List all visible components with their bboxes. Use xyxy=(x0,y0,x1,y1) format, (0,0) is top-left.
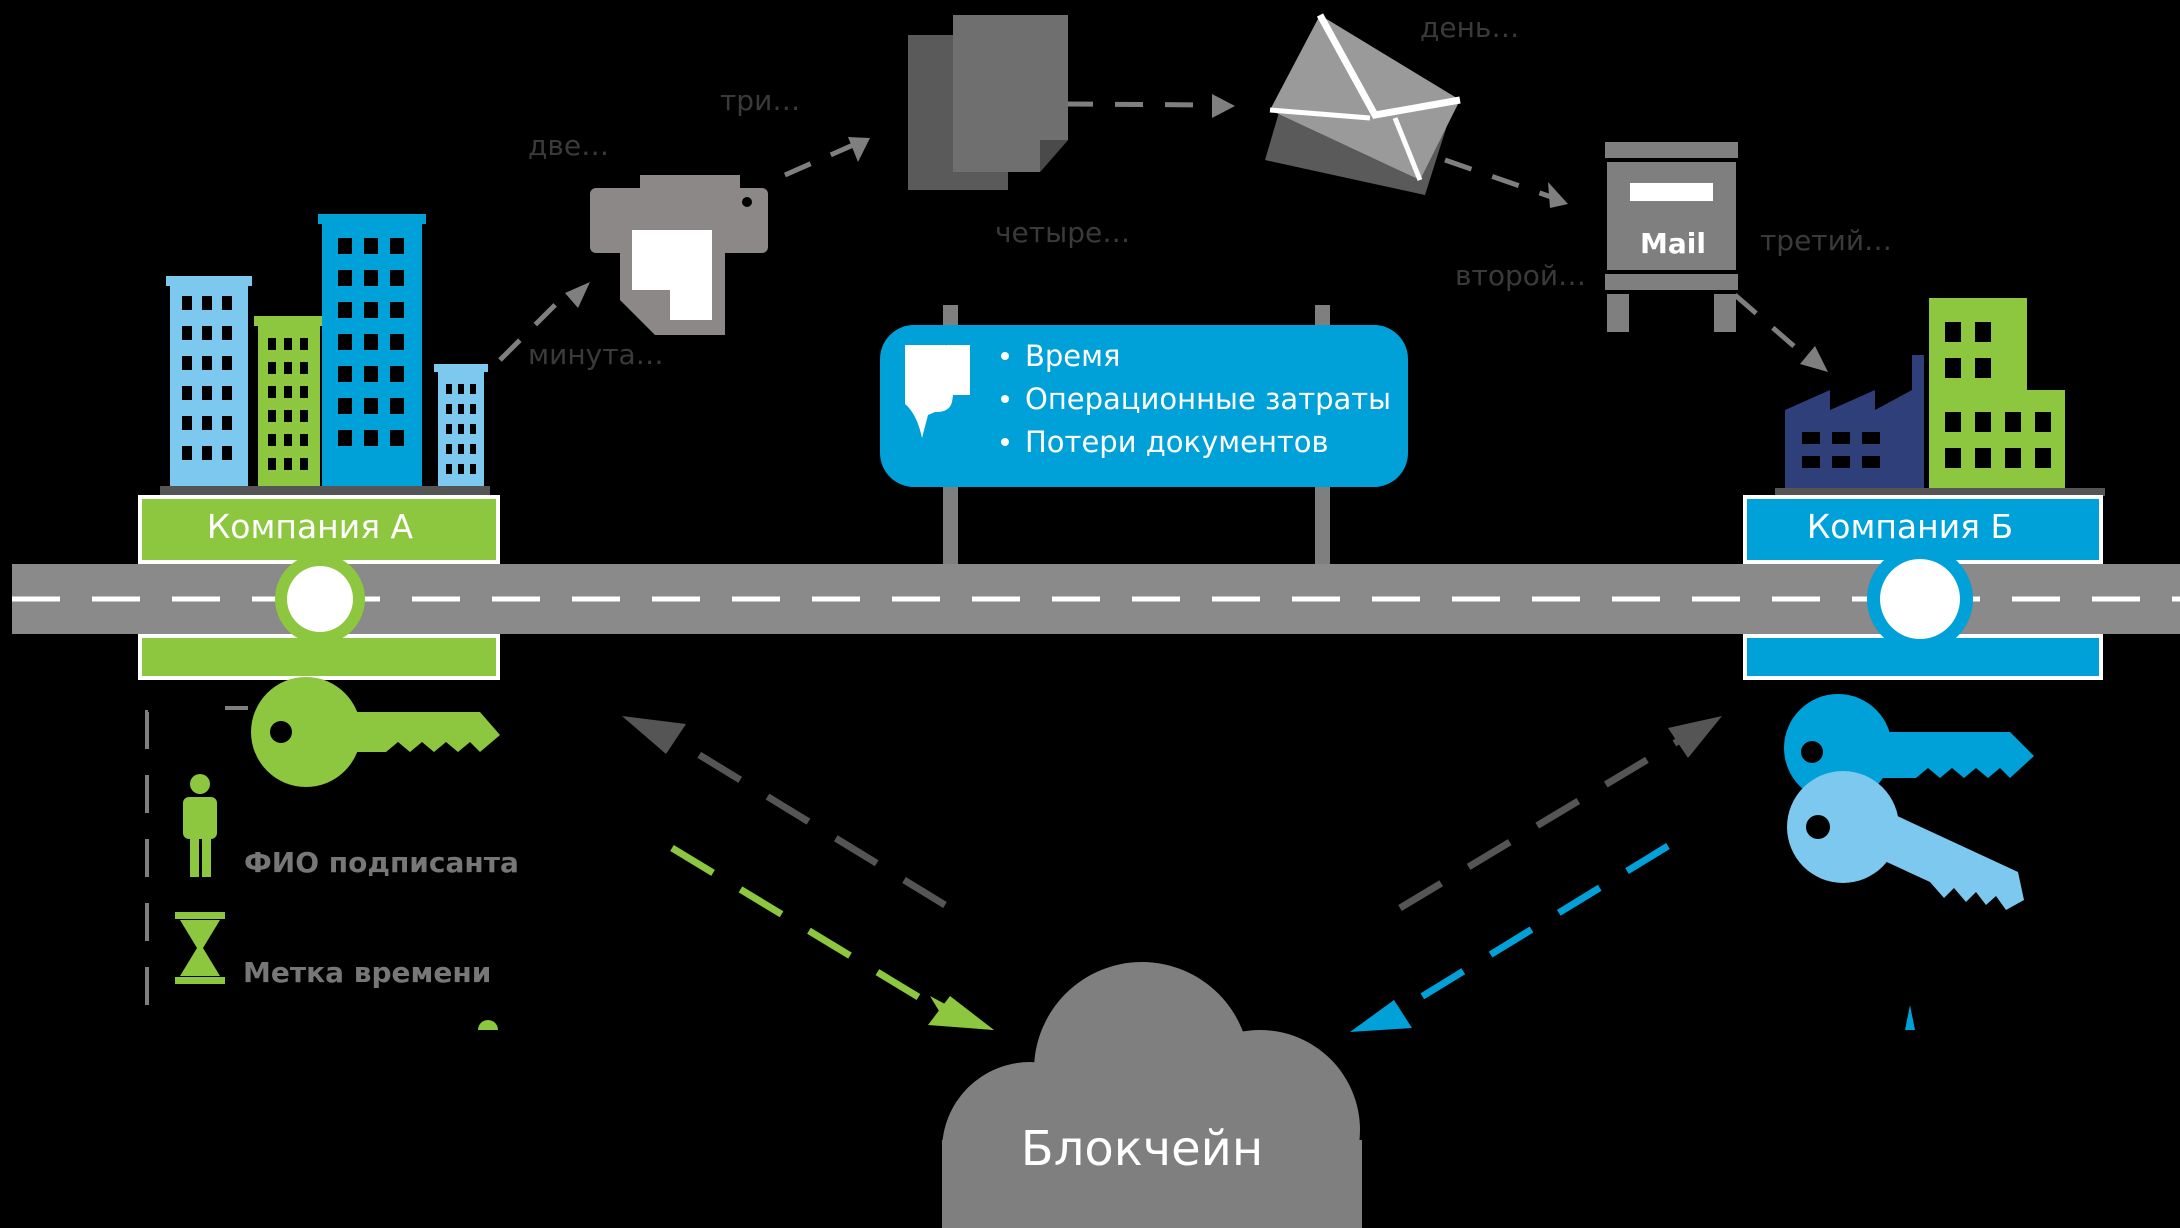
person-icon xyxy=(183,774,217,877)
documents-icon xyxy=(908,15,1068,190)
step-label-minute: минута… xyxy=(528,338,664,371)
problem-item-losses: Потери документов xyxy=(1025,425,1329,459)
company-a-buildings xyxy=(160,214,490,496)
company-a-label: Компания А xyxy=(207,507,414,546)
paper-route: минута… две… три… четыре… день… второй… … xyxy=(498,11,1892,372)
company-a-key-icon xyxy=(251,677,500,787)
road xyxy=(12,495,2180,680)
problem-item-costs: Операционные затраты xyxy=(1025,382,1391,416)
step-label-four: четыре… xyxy=(995,216,1130,249)
company-b-label: Компания Б xyxy=(1807,507,2013,546)
shared-key-icon xyxy=(1787,771,2024,910)
thumbs-down-icon xyxy=(905,345,970,438)
company-b-factory xyxy=(1775,298,2105,496)
step-label-three: три… xyxy=(720,84,800,117)
step-label-day: день… xyxy=(1420,11,1519,44)
mailbox-icon: Mail xyxy=(1605,142,1738,332)
mailbox-label: Mail xyxy=(1640,227,1706,260)
envelope-icon xyxy=(1265,13,1461,195)
blockchain-cloud: Блокчейн xyxy=(942,962,1362,1228)
company-b-key-icon xyxy=(1784,694,2034,802)
problems-sign: Время Операционные затраты Потери докуме… xyxy=(880,305,1408,570)
blockchain-label: Блокчейн xyxy=(1021,1121,1263,1177)
step-label-third: третий… xyxy=(1760,224,1892,257)
problem-item-time: Время xyxy=(1025,339,1120,373)
legend-timestamp: Метка времени xyxy=(243,956,491,989)
hourglass-icon xyxy=(175,912,225,984)
signature-legend: ФИО подписанта Метка времени xyxy=(145,706,519,1030)
step-label-two: две… xyxy=(528,129,609,162)
printer-icon xyxy=(590,175,768,335)
legend-signer-name: ФИО подписанта xyxy=(244,846,519,879)
blockchain-links xyxy=(622,716,1915,1032)
step-label-second: второй… xyxy=(1455,259,1586,292)
